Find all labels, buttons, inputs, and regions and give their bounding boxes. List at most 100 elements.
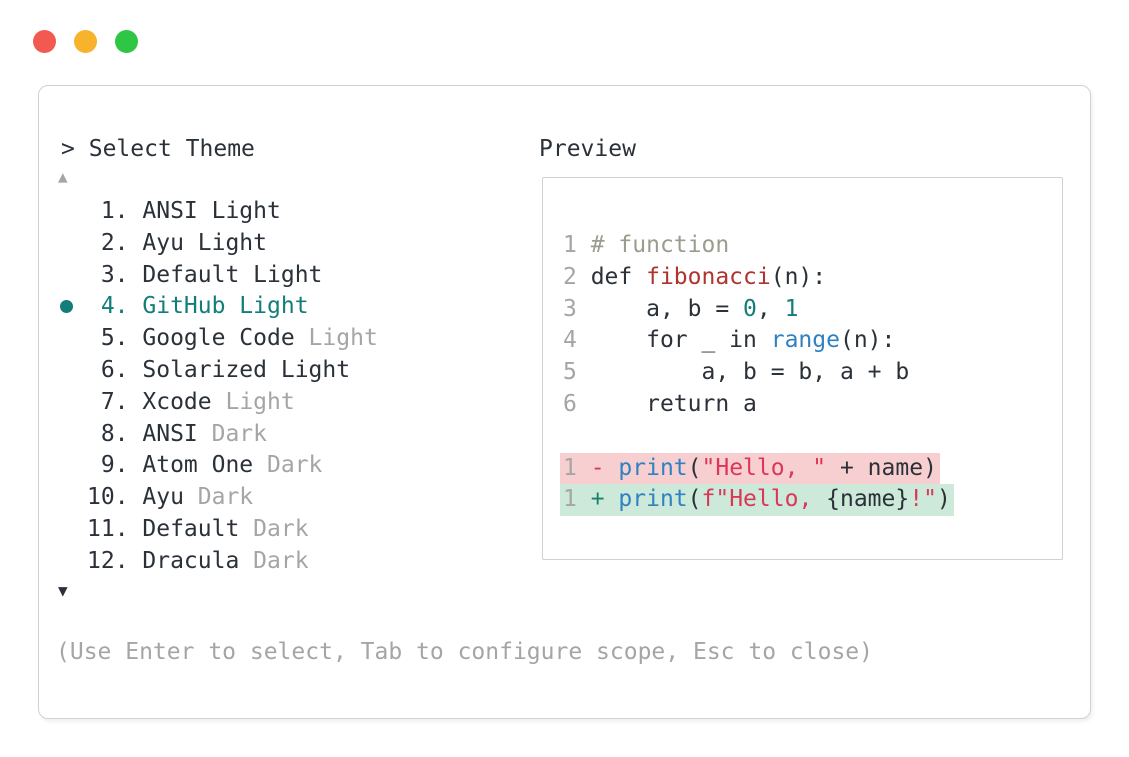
theme-picker-window: > Select Theme Preview ▲ 1. ANSI Light 2. A… [38,85,1091,719]
theme-item-variant: Dark [183,484,254,511]
theme-item-number: 12. [87,547,129,574]
keyboard-hint-text: (Use Enter to select, Tab to configure s… [56,639,873,665]
code-token-blue: print [618,454,688,481]
code-token-plus: + [590,486,619,513]
scroll-down-indicator[interactable]: ▼ [58,581,68,600]
theme-item-variant: Dark [197,420,268,447]
maximize-button[interactable] [115,30,138,53]
theme-item-number: 1. [100,198,129,224]
code-token-dark: for _ in [590,327,771,354]
code-token-dark: ) [936,486,951,513]
theme-item-name: Atom One [142,452,254,479]
code-line [563,421,954,453]
theme-list-item[interactable]: 3. Default Light [39,260,519,292]
code-token-dark: + name) [826,454,937,481]
theme-list-item[interactable]: 9. Atom One Dark [39,450,519,482]
code-token-ln: 1 [563,232,591,258]
code-token-dark: ( [687,486,702,513]
page-title: Select Theme [88,136,255,162]
code-token-str: "Hello, " [701,454,827,481]
theme-item-number: 11. [87,515,129,542]
code-token-ln: 3 [563,295,591,322]
theme-list-item[interactable]: 5. Google Code Light [39,323,519,355]
theme-list-item[interactable]: 11. Default Dark [39,514,519,546]
theme-item-number: 5. [100,325,129,352]
theme-item-name: Dracula [142,547,240,574]
theme-item-number: 6. [100,356,129,383]
code-line: 4 for _ in range(n): [563,325,954,357]
minimize-button[interactable] [74,30,97,53]
code-token-comment: # function [590,232,730,258]
code-line: 5 a, b = b, a + b [563,357,954,389]
code-token-dark: a, b = b, a + b [590,359,910,386]
code-token-num: 0 [743,295,757,322]
code-token-dark: ( [687,454,702,481]
code-token-blue: print [618,486,688,513]
code-token-ln: 4 [563,327,591,354]
code-token-minus: - [590,454,619,481]
preview-label: Preview [539,136,636,162]
code-token-dark: (n): [770,263,827,290]
code-token-num: 1 [784,295,799,322]
code-token-blue: range [770,327,840,354]
diff-line-red: 1 - print("Hello, " + name) [560,452,954,485]
theme-list-item[interactable]: 8. ANSI Dark [39,419,519,451]
code-line: 2 def fibonacci(n): [563,262,954,294]
code-token-dark: a, b = [590,295,744,322]
theme-item-number: 4. [100,293,129,320]
code-token-func: fibonacci [646,263,771,290]
selected-indicator-dot [60,300,73,314]
code-token-ln: 2 [563,263,591,290]
code-token-ln: 1 [563,454,591,481]
theme-item-name: Google Code [142,325,295,352]
code-token-ln: 1 [563,486,591,513]
theme-item-name: Ayu Light [142,229,267,256]
code-line: 6 return a [563,389,954,421]
theme-item-name: GitHub Light [142,293,309,320]
theme-list-item[interactable]: 12. Dracula Dark [39,546,519,578]
theme-list-item[interactable]: 1. ANSI Light [39,196,519,228]
theme-item-name: Default [142,515,240,542]
code-token-dark: return a [590,390,757,417]
diff-line-green: 1 + print(f"Hello, {name}!") [560,484,954,517]
theme-item-name: Solarized Light [142,356,351,383]
code-token-ln: 6 [563,390,591,417]
code-token-str: !" [909,486,937,513]
theme-item-variant: Dark [239,515,309,542]
theme-item-number: 3. [100,261,129,288]
theme-item-number: 9. [100,452,129,479]
theme-list-item[interactable]: 6. Solarized Light [39,355,519,387]
theme-item-variant: Dark [253,452,323,479]
theme-list-item[interactable]: 2. Ayu Light [39,228,519,260]
code-token-str: f"Hello, [701,486,827,513]
code-token-dark: (n): [839,327,896,354]
code-token-dark: , [756,295,785,322]
theme-list-item[interactable]: 4. GitHub Light [39,291,519,323]
theme-item-name: ANSI [142,420,198,447]
theme-item-variant: Light [211,388,295,415]
theme-item-name: Default Light [142,261,323,288]
theme-item-name: Ayu [142,484,184,511]
code-token-ln: 5 [563,359,591,386]
prompt-caret: > [61,136,75,162]
theme-item-number: 8. [100,420,129,447]
theme-item-name: ANSI Light [142,198,281,224]
code-token-dark: def [590,263,647,290]
theme-list-item[interactable]: 7.Xcode Light [39,387,519,419]
close-button[interactable] [33,30,56,53]
page-title-row: > Select Theme [61,136,255,162]
theme-item-number: 10. [87,484,129,511]
code-line: 3 a, b = 0, 1 [563,294,954,326]
theme-list-item[interactable]: 10. Ayu Dark [39,482,519,514]
code-token-dark: {name} [826,486,910,513]
theme-item-variant: Light [294,325,378,352]
scroll-up-indicator[interactable]: ▲ [58,167,68,186]
theme-item-number: 2. [100,229,129,256]
code-line: 1 # function [563,230,954,262]
theme-item-variant: Dark [239,547,309,574]
window-controls [33,30,138,53]
